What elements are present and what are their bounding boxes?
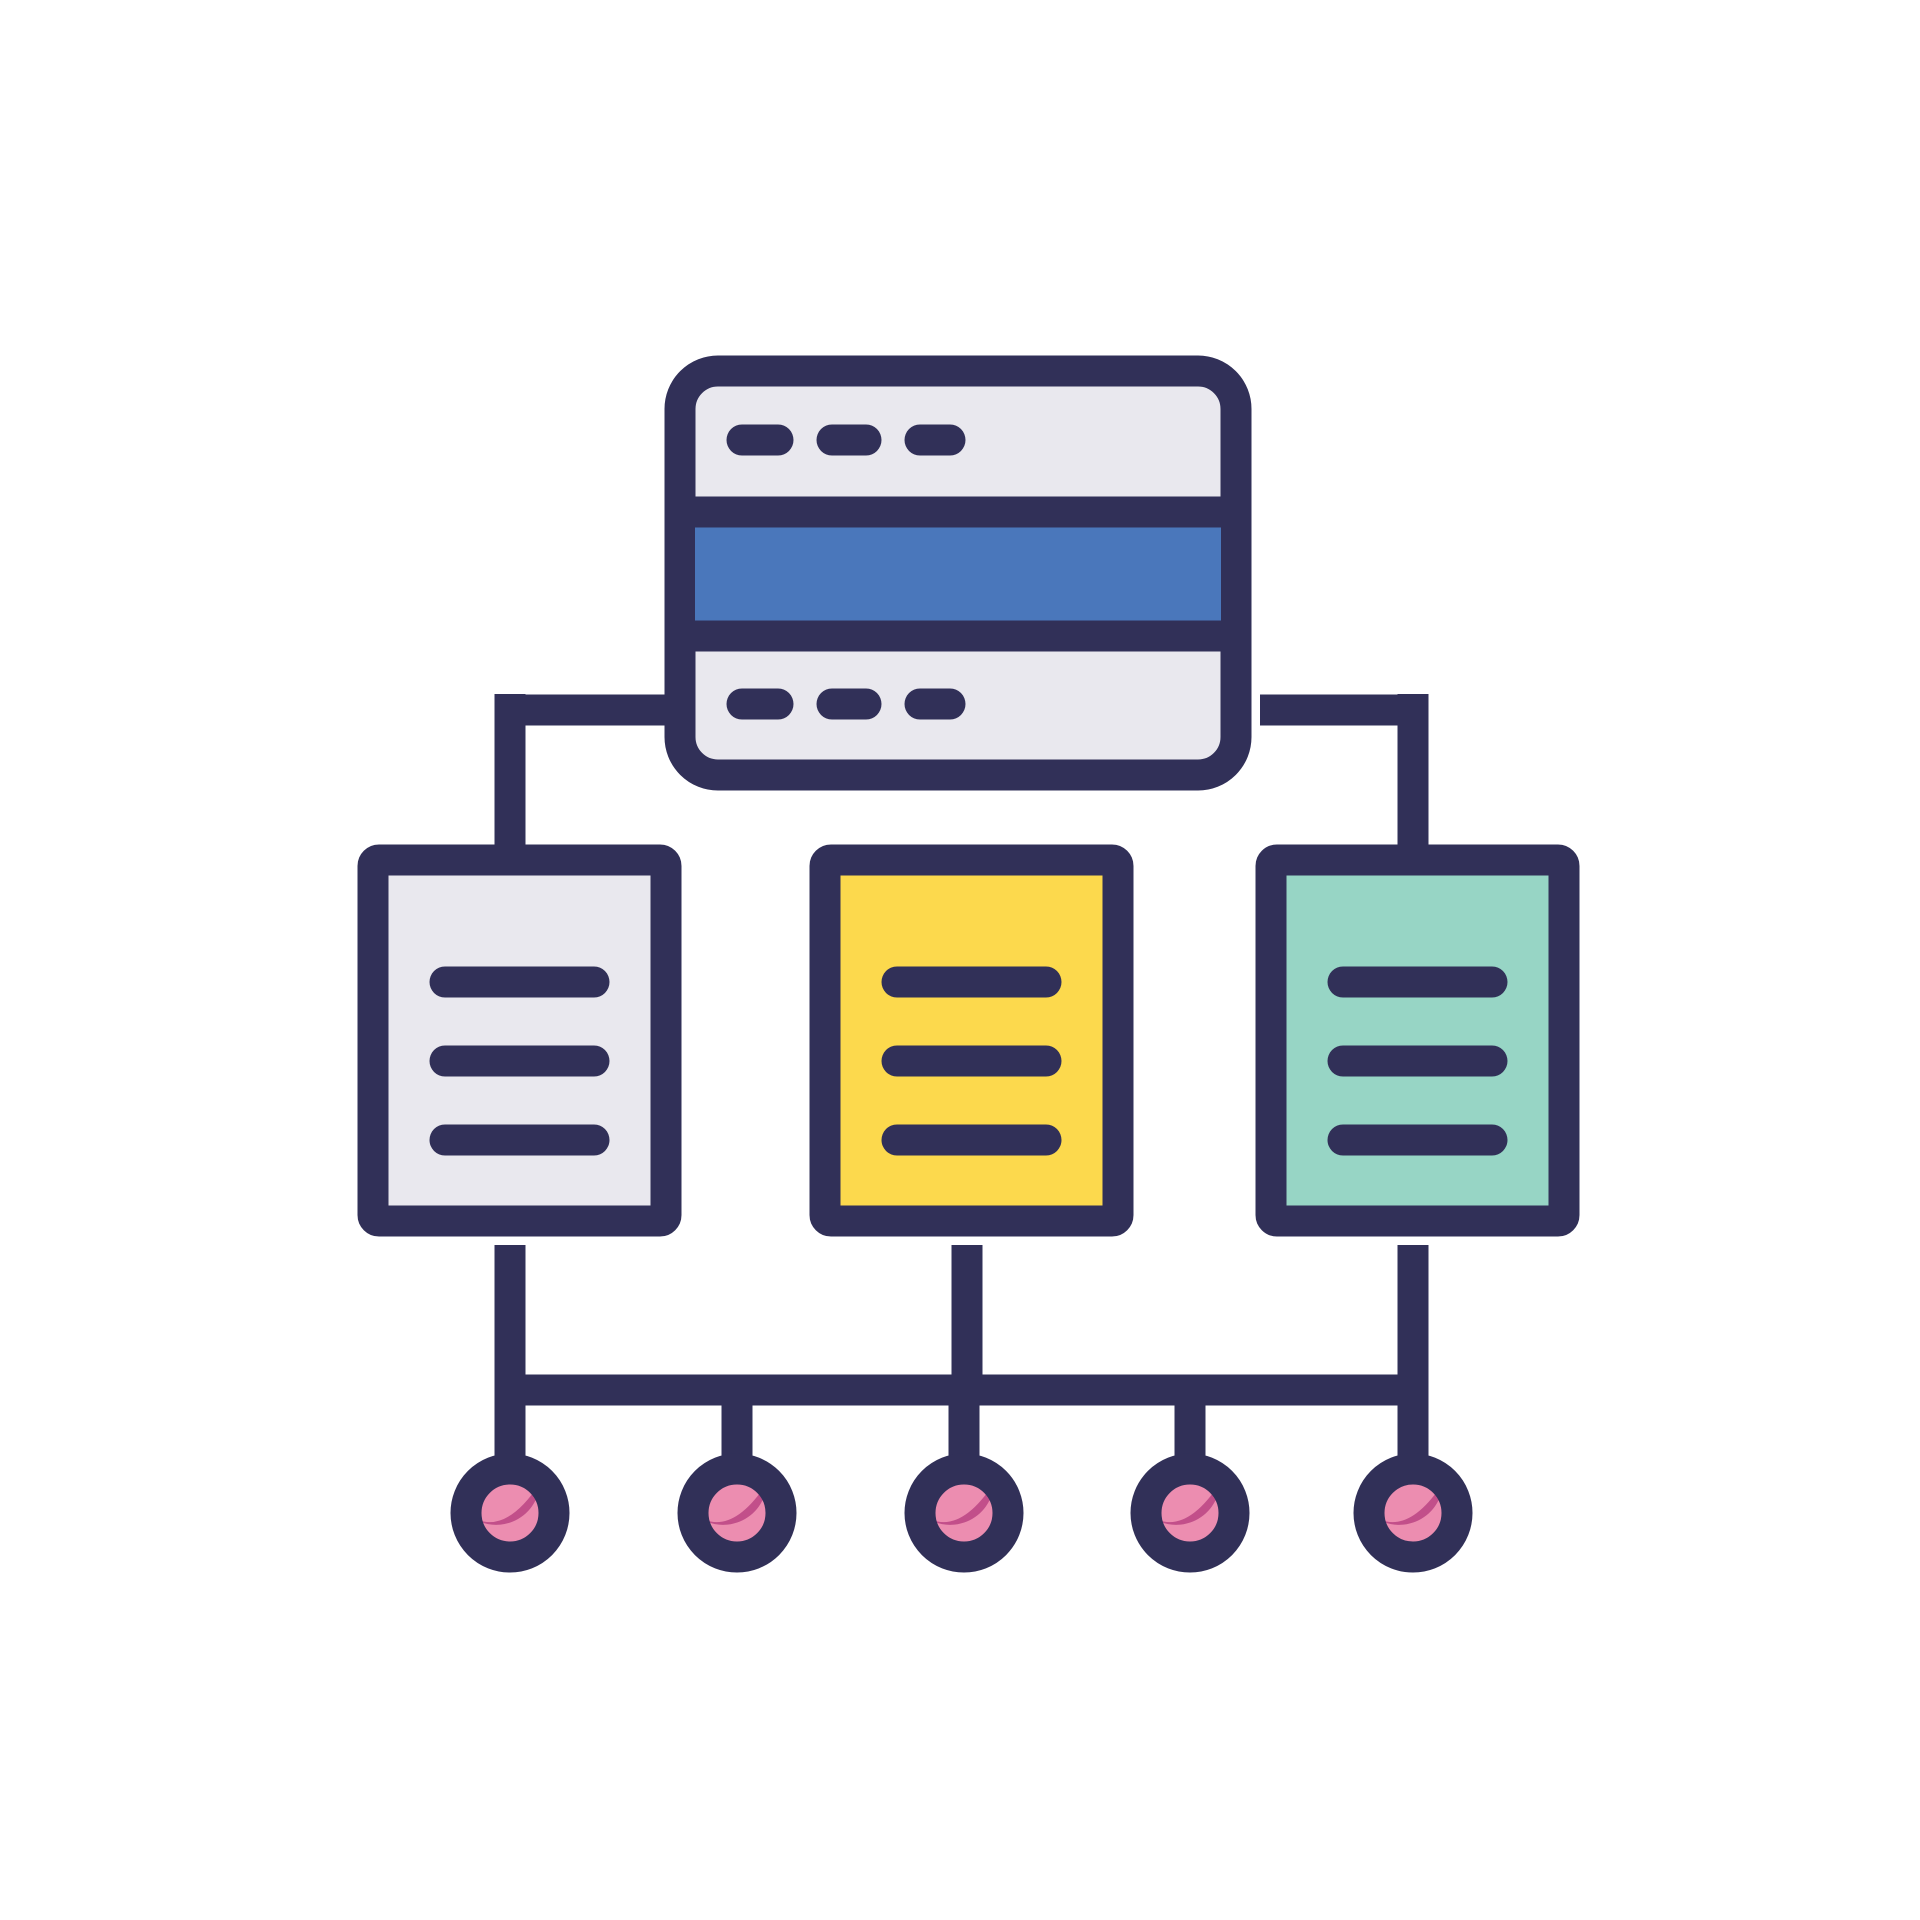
network-node-2-shade <box>693 1483 767 1525</box>
server-icon <box>664 355 1252 791</box>
document-middle-page <box>809 844 1134 1237</box>
document-left-page <box>357 844 682 1237</box>
network-node-5 <box>1353 1453 1473 1573</box>
document-right <box>1255 844 1580 1237</box>
network-node-4 <box>1130 1453 1250 1573</box>
network-node-3-ring <box>904 1453 1024 1573</box>
network-node-1 <box>450 1453 570 1573</box>
network-node-2 <box>677 1453 797 1573</box>
server-band <box>695 512 1221 622</box>
document-middle <box>809 844 1134 1237</box>
network-node-4-shade <box>1146 1483 1220 1525</box>
network-node-5-ring <box>1353 1453 1473 1573</box>
network-nodes-group <box>450 1453 1473 1573</box>
network-node-1-shade <box>466 1483 540 1525</box>
document-left <box>357 844 682 1237</box>
network-node-4-ring <box>1130 1453 1250 1573</box>
network-node-3 <box>904 1453 1024 1573</box>
network-node-3-shade <box>920 1483 994 1525</box>
network-node-2-ring <box>677 1453 797 1573</box>
network-node-5-shade <box>1369 1483 1443 1525</box>
document-right-page <box>1255 844 1580 1237</box>
documents-group <box>357 844 1580 1237</box>
network-node-1-ring <box>450 1453 570 1573</box>
